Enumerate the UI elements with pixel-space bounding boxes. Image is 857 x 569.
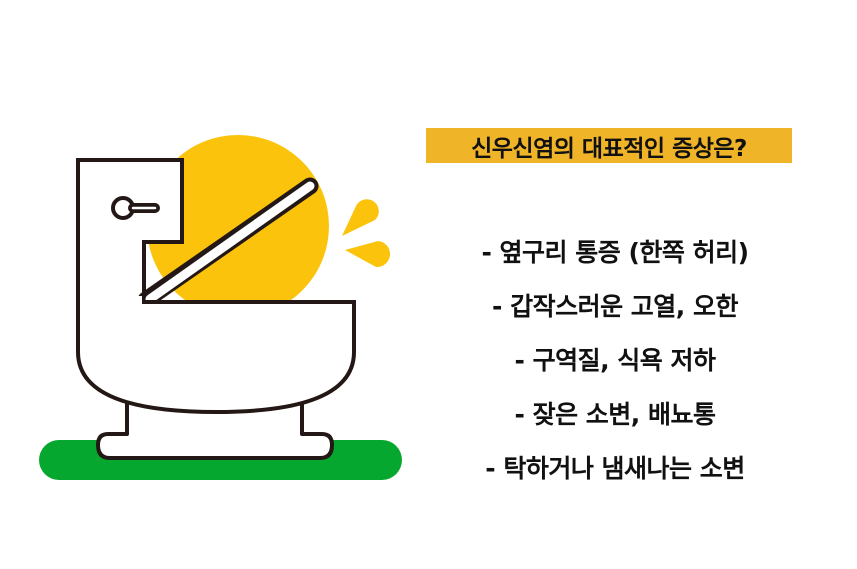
symptom-item: - 잦은 소변, 배뇨통: [420, 386, 810, 440]
symptom-item: - 탁하거나 냄새나는 소변: [420, 440, 810, 494]
symptom-text: - 옆구리 통증 (한쪽 허리): [481, 238, 749, 267]
symptom-text: - 잦은 소변, 배뇨통: [514, 400, 717, 429]
toilet-illustration: [39, 135, 402, 480]
splash-droplet-icon: [345, 241, 391, 268]
page-title: 신우신염의 대표적인 증상은?: [426, 128, 792, 163]
symptom-text: - 갑작스러운 고열, 오한: [492, 292, 739, 321]
toilet-bowl: [76, 300, 356, 415]
symptom-item: - 갑작스러운 고열, 오한: [420, 278, 810, 332]
symptom-text: - 구역질, 식욕 저하: [514, 346, 717, 375]
splash-droplet-icon: [342, 199, 379, 236]
symptom-list: - 옆구리 통증 (한쪽 허리) - 갑작스러운 고열, 오한 - 구역질, 식…: [420, 224, 810, 494]
symptom-item: - 구역질, 식욕 저하: [420, 332, 810, 386]
title-text: 신우신염의 대표적인 증상은?: [471, 135, 747, 162]
symptom-item: - 옆구리 통증 (한쪽 허리): [420, 224, 810, 278]
symptom-text: - 탁하거나 냄새나는 소변: [485, 454, 745, 483]
